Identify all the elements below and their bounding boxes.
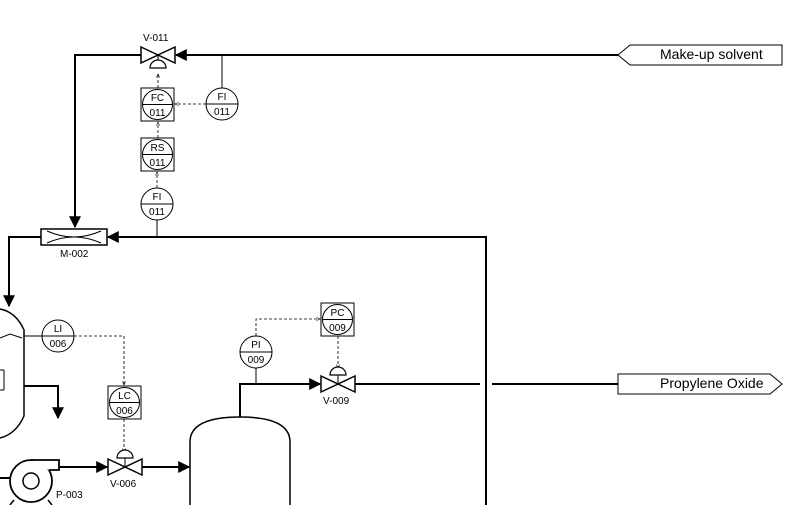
instrument-pc009[interactable]: PC 009 bbox=[320, 302, 355, 337]
instrument-rs011[interactable]: RS 011 bbox=[140, 137, 175, 172]
instrument-fc011[interactable]: FC 011 bbox=[140, 87, 175, 122]
li006-num: 006 bbox=[50, 339, 67, 350]
pc009-num: 009 bbox=[329, 323, 346, 334]
fi011-top-num: 011 bbox=[214, 107, 230, 118]
valve-v009[interactable]: V-009 bbox=[320, 366, 356, 407]
reactor-vessel[interactable] bbox=[0, 308, 25, 439]
recycle-line bbox=[106, 231, 487, 505]
li006-tag: LI bbox=[54, 324, 62, 335]
fc011-tag: FC bbox=[151, 93, 164, 104]
pc009-tag: PC bbox=[331, 308, 345, 319]
reactor-side-outlet bbox=[24, 385, 64, 420]
pi009-tag: PI bbox=[251, 340, 260, 351]
mixer-m002-label: M-002 bbox=[60, 249, 89, 260]
fc011-num: 011 bbox=[150, 108, 166, 119]
instrument-pi009[interactable]: PI 009 bbox=[239, 335, 273, 369]
fi011-top-tag: FI bbox=[218, 92, 227, 103]
propylene-oxide-connector[interactable]: Propylene Oxide bbox=[617, 373, 783, 395]
separator-vessel[interactable] bbox=[189, 416, 291, 505]
valve-v006[interactable]: V-006 bbox=[107, 449, 143, 490]
v011-to-m002-line bbox=[69, 54, 141, 229]
makeup-solvent-connector[interactable]: Make-up solvent bbox=[617, 44, 783, 66]
propylene-oxide-label: Propylene Oxide bbox=[660, 375, 764, 391]
instrument-fi011-low[interactable]: FI 011 bbox=[140, 187, 174, 221]
instrument-lc006[interactable]: LC 006 bbox=[107, 385, 142, 420]
instrument-li006[interactable]: LI 006 bbox=[41, 319, 75, 353]
lc006-num: 006 bbox=[116, 406, 133, 417]
valve-v011[interactable]: V-011 bbox=[140, 33, 176, 69]
instrument-fi011-top[interactable]: FI 011 bbox=[205, 87, 239, 121]
fi011-low-tag: FI bbox=[153, 192, 162, 203]
pump-p003-label: P-003 bbox=[56, 490, 83, 501]
separator-overhead-line bbox=[239, 378, 322, 417]
fi011-low-num: 011 bbox=[149, 207, 165, 218]
valve-v009-label: V-009 bbox=[323, 396, 350, 407]
pi009-num: 009 bbox=[248, 355, 265, 366]
valve-v006-label: V-006 bbox=[110, 479, 137, 490]
lc006-tag: LC bbox=[118, 391, 131, 402]
pump-p003[interactable]: P-003 bbox=[9, 459, 83, 505]
rs011-tag: RS bbox=[151, 143, 165, 154]
valve-v011-label: V-011 bbox=[143, 33, 169, 44]
mixer-outlet-line bbox=[3, 236, 41, 308]
rs011-num: 011 bbox=[150, 158, 166, 169]
makeup-solvent-label: Make-up solvent bbox=[660, 46, 763, 62]
mixer-m002[interactable]: M-002 bbox=[40, 228, 108, 260]
